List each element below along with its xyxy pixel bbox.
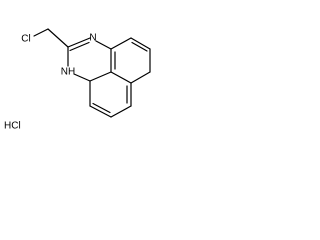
bond-c5-c4-double (92, 102, 111, 114)
bond-c9b-c3a (89, 71, 112, 82)
bond-cl-ch2 (33, 28, 49, 37)
bond-c7-c6a (130, 71, 151, 84)
bond-c2-n1 (67, 37, 91, 48)
chemical-structure-diagram: Cl N NH HCl (4, 28, 151, 132)
bond-c9a-c9 (110, 37, 132, 50)
bond-c2-n1-double (69, 41, 90, 52)
bond-c9-c8-double (131, 41, 148, 52)
bond-n3-c3a (73, 73, 91, 82)
bond-c6-c5 (110, 105, 132, 118)
chlorine-atom-label: Cl (21, 34, 30, 45)
counterion-label: HCl (4, 121, 21, 132)
bond-c6a-c9b (110, 71, 132, 84)
bond-c9-c8 (130, 37, 151, 50)
bond-c5-c4 (89, 105, 112, 118)
imine-nitrogen-label: N (89, 33, 96, 44)
bond-n1-c9a (95, 40, 112, 50)
amine-nitrogen-label: NH (61, 67, 75, 78)
bond-ch2-c2 (47, 28, 69, 48)
